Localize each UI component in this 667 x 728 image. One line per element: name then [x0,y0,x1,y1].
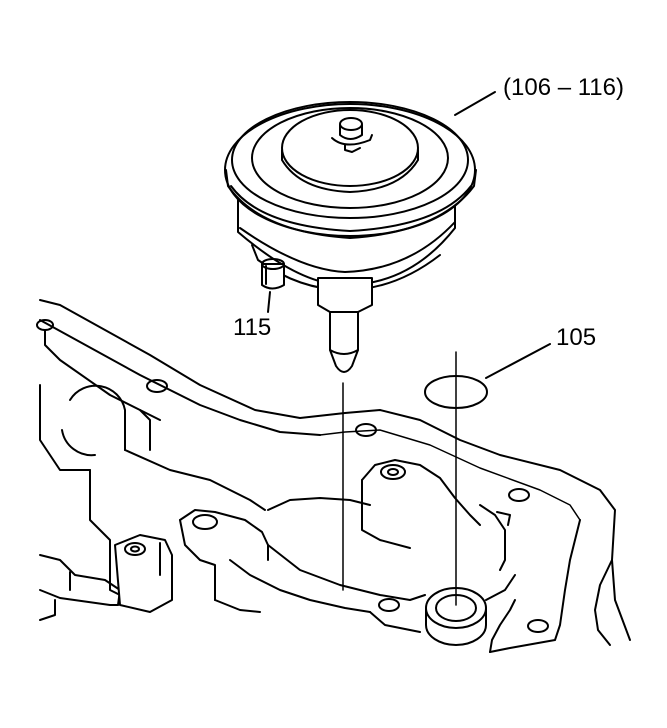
callout-pin-115: 115 [233,314,272,341]
seal-ring-105 [424,343,551,409]
transmission-case [36,299,631,653]
callout-seal-105: 105 [556,324,597,351]
alignment-lines [342,351,457,606]
callout-assembly-106-116: (106 – 116) [503,74,624,101]
servo-assembly [224,91,496,373]
